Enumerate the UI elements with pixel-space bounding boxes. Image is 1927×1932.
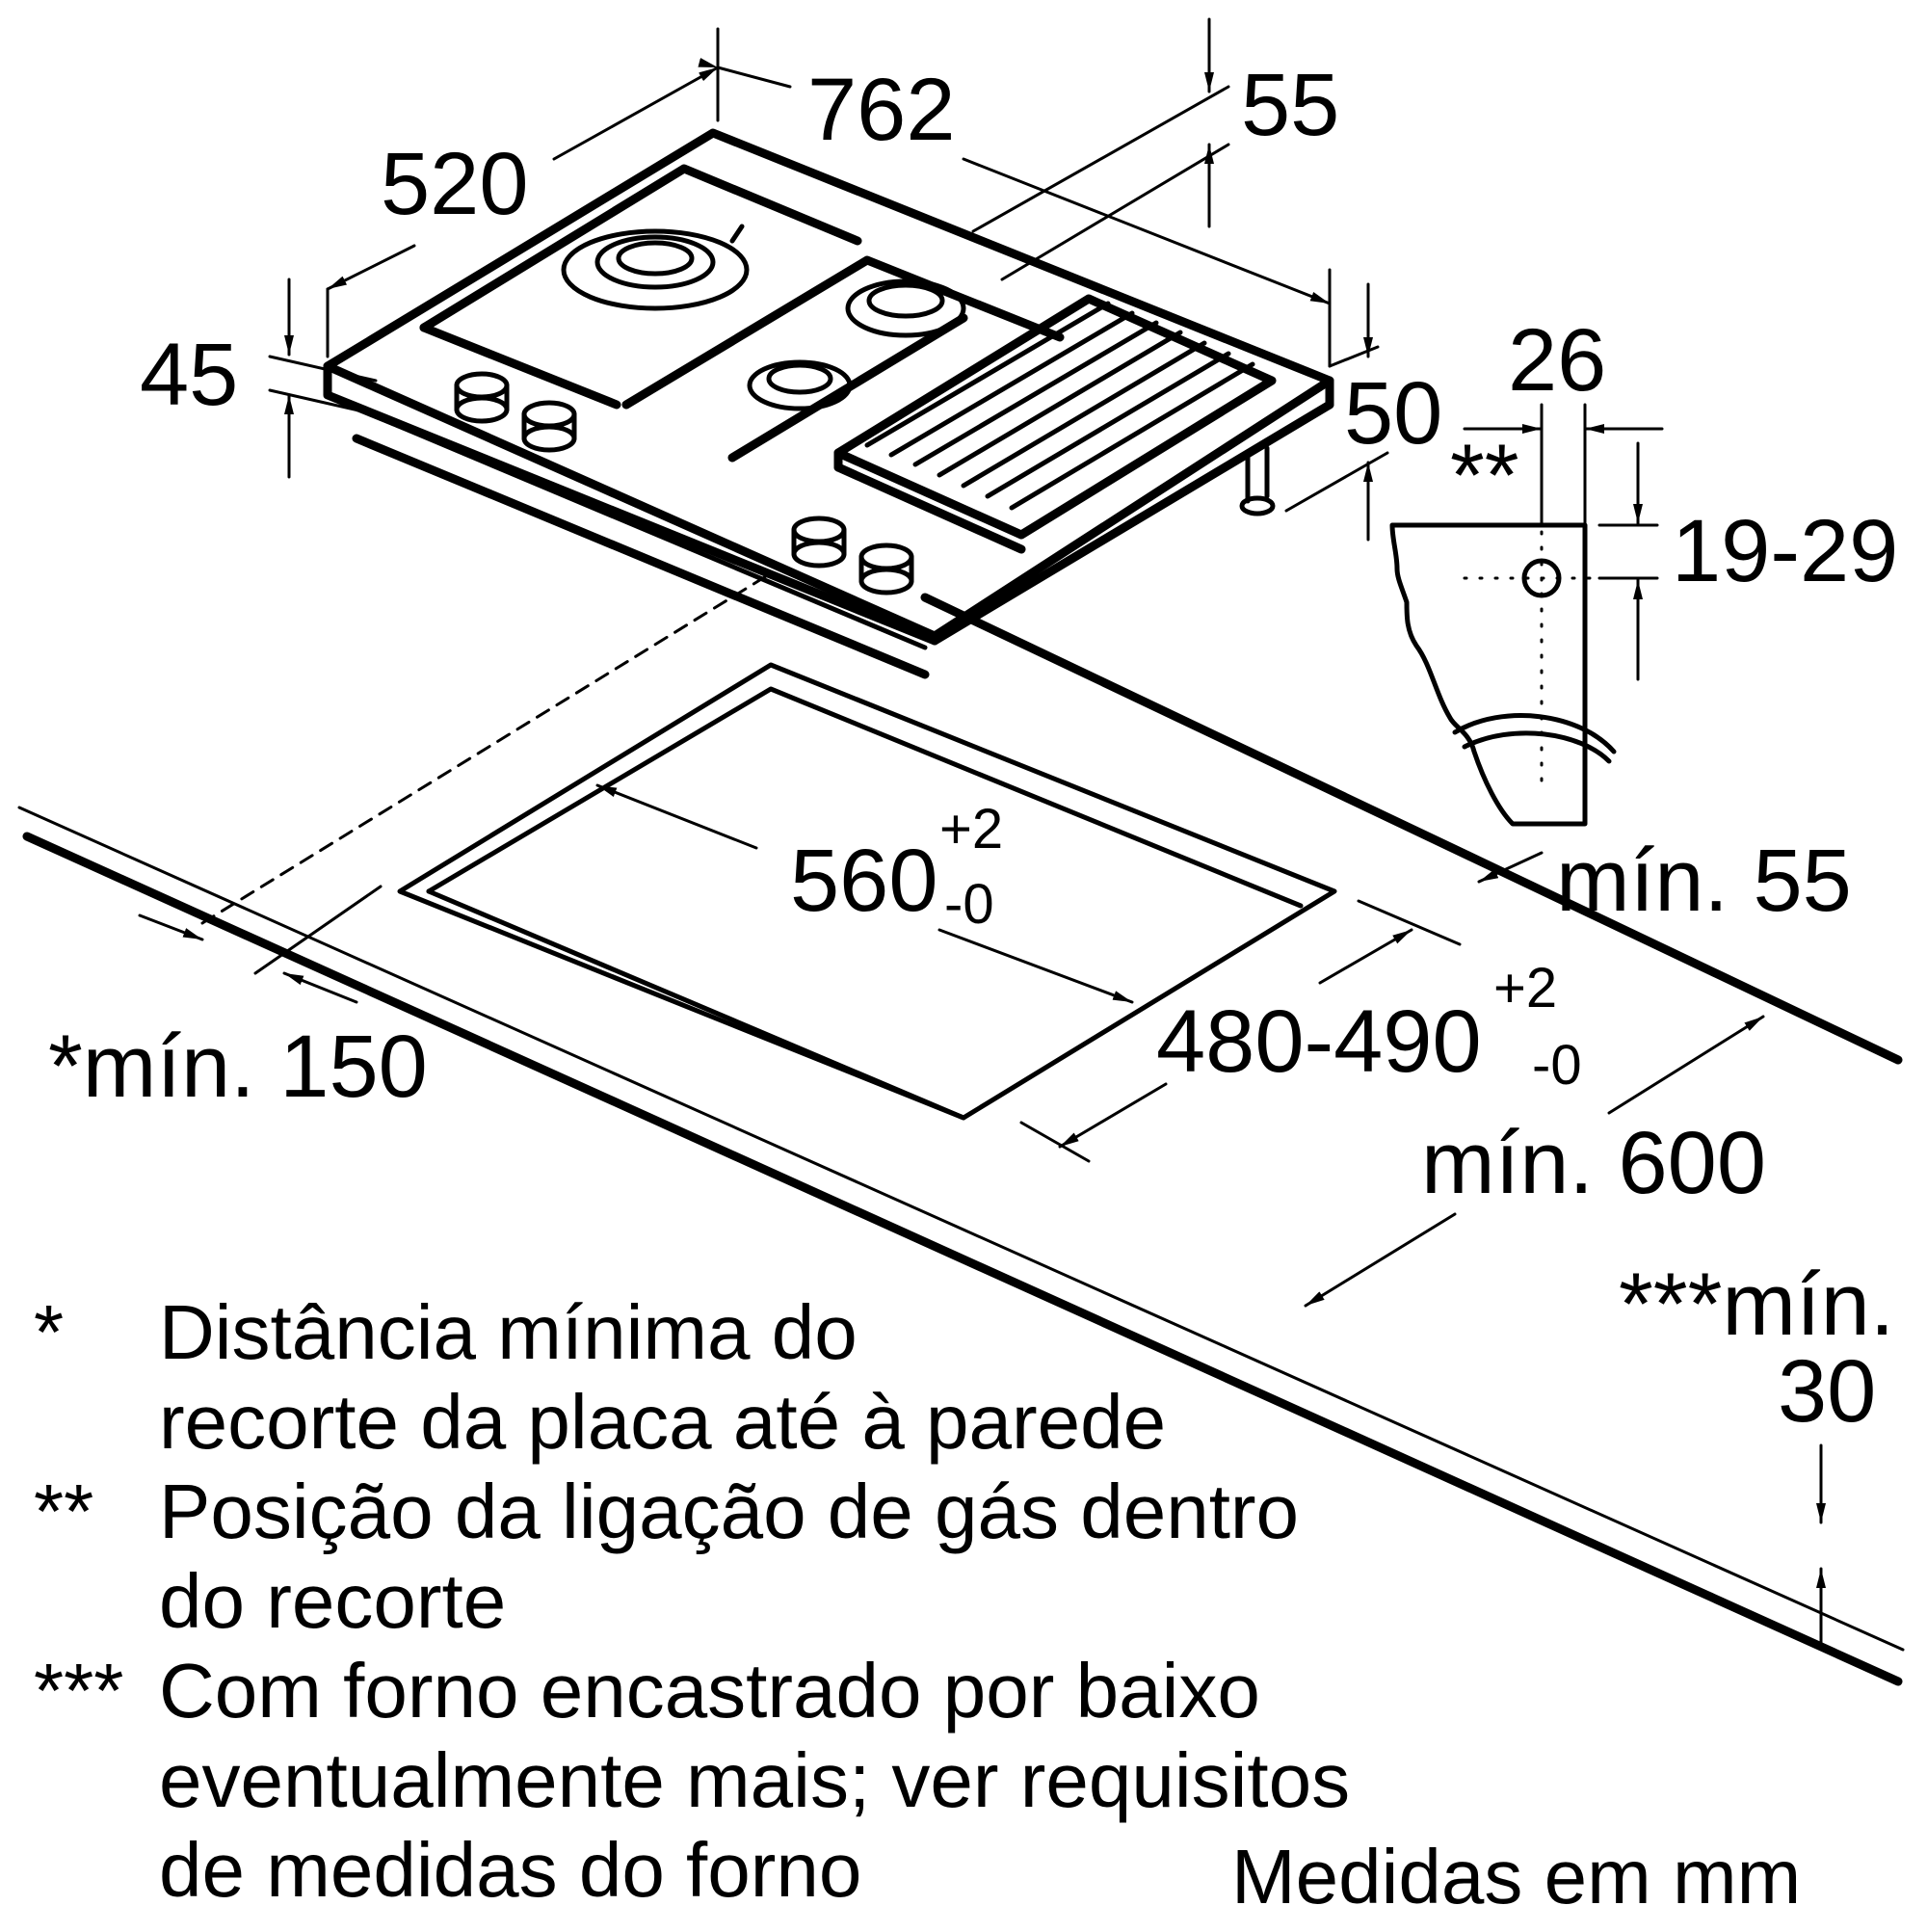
units-label: Medidas em mm [1231,1834,1801,1919]
svg-text:560: 560 [790,832,938,930]
note-1-line-2: recorte da placa até à parede [159,1379,1166,1465]
dim-min-55-label: mín. 55 [1556,832,1852,930]
dim-19-29-label: 19-29 [1672,502,1898,600]
note-3-line-2: eventualmente mais; ver requisitos [159,1737,1350,1823]
svg-text:480-490: 480-490 [1156,992,1482,1091]
note-3-marker: *** [34,1648,123,1734]
dim-480-490-tol-plus: +2 [1493,957,1557,1019]
cutout [397,662,1337,1121]
dim-26-label: 26 [1508,311,1606,410]
dim-560-label: 560 +2 -0 [790,798,1003,936]
dim-762-label: 762 [807,61,956,159]
dim-480-490-label: 480-490 +2 -0 [1156,957,1582,1097]
hob [323,128,1334,679]
note-2-line-1: Posição da ligação de gás dentro [159,1469,1299,1554]
note-2-line-2: do recorte [159,1558,506,1644]
dim-520-label: 520 [381,135,529,233]
dim-560-tol-minus: -0 [944,873,994,936]
burner-large [561,228,750,311]
dim-50-label: 50 [1344,364,1442,463]
dimension-lines [138,17,1826,1650]
note-3-line-3: de medidas do forno [159,1827,861,1913]
gas-position-marker: ** [1450,427,1519,525]
dim-560-tol-plus: +2 [939,798,1003,860]
dim-480-490-tol-minus: -0 [1532,1034,1582,1097]
grill-plate [833,294,1277,554]
dim-55-label: 55 [1241,56,1339,154]
burner-small [747,359,853,411]
dim-min-30-label-2: 30 [1778,1342,1876,1441]
note-2-marker: ** [34,1469,93,1554]
dim-min-600-label: mín. 600 [1421,1114,1766,1212]
gas-connector-stub [1239,445,1276,516]
dim-45-label: 45 [140,326,238,424]
note-1-line-1: Distância mínima do [159,1289,858,1375]
control-knobs [454,371,914,595]
dim-min-30-label-1: ***mín. [1619,1256,1894,1354]
burner-medium [845,278,966,338]
note-1-marker: * [34,1289,64,1375]
note-3-line-1: Com forno encastrado por baixo [159,1648,1260,1734]
dim-min-150-label: *mín. 150 [48,1018,428,1116]
footnotes: * Distância mínima do recorte da placa a… [34,1289,1350,1913]
countertop [17,571,1905,1686]
